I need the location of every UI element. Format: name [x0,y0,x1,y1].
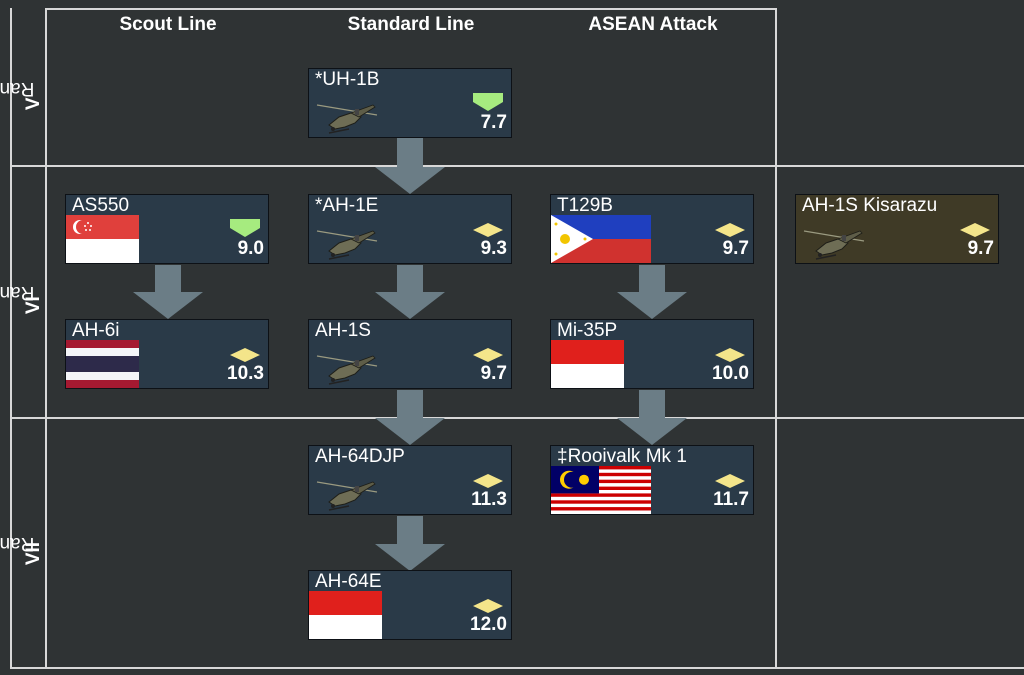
arrow-ah1s-to-ah64djp [375,390,445,445]
grid-border-rank-column [45,8,47,668]
helicopter-icon [315,221,379,263]
vehicle-name: AH-6i [72,320,120,341]
arrow-ah1e-to-ah1s [375,265,445,319]
malaysia-flag [551,466,651,514]
vehicle-name: *AH-1E [315,195,379,216]
column-header-scout-line: Scout Line [119,14,217,35]
helicopter-icon [315,95,379,137]
grid-border-rank-v-vi [10,165,1024,167]
thailand-flag [66,340,139,388]
rank-label-vi: Rank VI [0,282,44,315]
column-header-asean-attack: ASEAN Attack [588,14,718,35]
helicopter-icon [315,472,379,514]
yellow-diamond-icon [960,221,990,239]
grid-border-premium-column [775,8,777,668]
vehicle-card-ah1e[interactable]: *AH-1E 9.3 [308,194,512,264]
yellow-diamond-icon [473,346,503,364]
vehicle-card-ah64e[interactable]: AH-64E 12.0 [308,570,512,640]
vehicle-name: AH-64E [315,571,382,592]
helicopter-icon [802,221,866,263]
philippines-flag [551,215,651,263]
helicopter-icon [315,346,379,388]
arrow-ah64djp-to-ah64e [375,516,445,571]
vehicle-card-ah1s-kisarazu[interactable]: AH-1S Kisarazu 9.7 [795,194,999,264]
arrow-uh1b-to-ah1e [375,138,445,194]
battle-rating: 10.0 [712,363,749,384]
battle-rating: 12.0 [470,614,507,635]
singapore-flag [66,215,139,263]
vehicle-card-ah64djp[interactable]: AH-64DJP 11.3 [308,445,512,515]
yellow-diamond-icon [715,472,745,490]
yellow-diamond-icon [715,221,745,239]
grid-border-bottom [10,667,1024,669]
yellow-diamond-icon [715,346,745,364]
grid-border-left [10,8,12,668]
arrow-mi35p-to-rooivalk [617,390,687,445]
arrow-as550-to-ah6i [133,265,203,319]
vehicle-card-mi35p[interactable]: Mi-35P 10.0 [550,319,754,389]
grid-border-top [45,8,776,10]
vehicle-name: AS550 [72,195,130,216]
battle-rating: 9.7 [967,238,994,259]
vehicle-name: *UH-1B [315,69,380,90]
battle-rating: 11.3 [471,489,507,510]
green-chevron-icon [473,93,503,111]
battle-rating: 7.7 [480,112,507,133]
vehicle-name: AH-1S [315,320,371,341]
vehicle-name: Mi-35P [557,320,618,341]
vehicle-card-t129b[interactable]: T129B 9.7 [550,194,754,264]
yellow-diamond-icon [230,346,260,364]
grid-border-rank-vi-vii [10,417,1024,419]
yellow-diamond-icon [473,472,503,490]
vehicle-name: AH-1S Kisarazu [802,195,938,216]
vehicle-name: T129B [557,195,613,216]
vehicle-card-rooivalk[interactable]: ‡Rooivalk Mk 1 11.7 [550,445,754,515]
battle-rating: 9.0 [237,238,264,259]
battle-rating: 9.7 [480,363,507,384]
vehicle-card-uh1b[interactable]: *UH-1B 7.7 [308,68,512,138]
yellow-diamond-icon [473,221,503,239]
battle-rating: 9.3 [480,238,507,259]
vehicle-name: AH-64DJP [315,446,405,467]
indonesia-flag [551,340,624,388]
green-chevron-icon [230,219,260,237]
rank-label-v: Rank V [0,77,44,110]
column-header-standard-line: Standard Line [347,14,475,35]
vehicle-name: ‡Rooivalk Mk 1 [557,446,687,467]
battle-rating: 9.7 [722,238,749,259]
vehicle-card-ah6i[interactable]: AH-6i 10.3 [65,319,269,389]
yellow-diamond-icon [473,597,503,615]
vehicle-card-ah1s[interactable]: AH-1S 9.7 [308,319,512,389]
arrow-t129b-to-mi35p [617,265,687,319]
battle-rating: 11.7 [713,489,749,510]
battle-rating: 10.3 [227,363,264,384]
indonesia-flag [309,591,382,639]
vehicle-card-as550[interactable]: AS550 9.0 [65,194,269,264]
rank-label-vii: Rank VII [0,533,44,566]
